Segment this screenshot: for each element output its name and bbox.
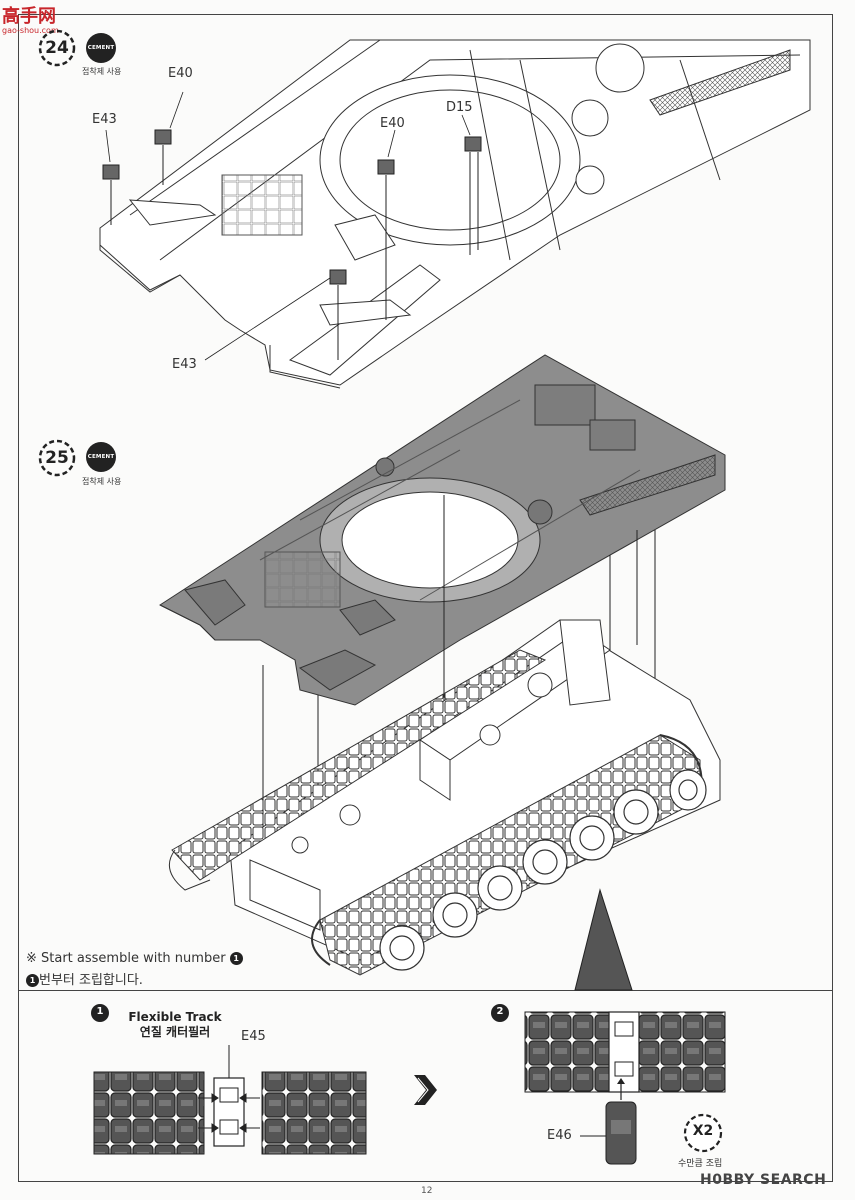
- cement-caption: 접착제 사용: [82, 67, 122, 76]
- cement-icon: CEMENT: [86, 442, 116, 472]
- step-24-number: 24: [45, 38, 69, 58]
- sub1-marker: [91, 1004, 109, 1022]
- detail-callout-wedge: [574, 888, 633, 991]
- far-track: [168, 649, 547, 891]
- note-text-en: ※ Start assemble with number: [26, 951, 226, 966]
- sub2-marker-number: 2: [496, 1006, 504, 1017]
- lower-chassis: [229, 619, 721, 961]
- sub1-title-ko: 연질 캐터필러: [139, 1025, 211, 1039]
- sub1-track-right: [261, 1071, 367, 1155]
- label-e46: E46: [547, 1128, 572, 1143]
- watermark-url: gao-shou.com: [2, 26, 59, 35]
- part-e43-bottom: [204, 269, 347, 361]
- label-e43-bottom: E43: [172, 357, 197, 372]
- cement-icon: CEMENT: [86, 33, 116, 63]
- watermark-bottom: H0BBY SEARCH: [700, 1172, 827, 1188]
- note-marker-1: 1: [26, 974, 39, 987]
- note-marker-1: 1: [229, 952, 243, 965]
- sub1-track-left: [93, 1071, 205, 1155]
- page-number: 12: [421, 1186, 433, 1196]
- sub1-arrows: [198, 1093, 260, 1133]
- page-frame: [18, 14, 833, 1182]
- part-e40-mid: [377, 129, 396, 320]
- sub2-marker: [491, 1004, 509, 1022]
- step24-hull-top: [99, 39, 811, 389]
- note-text-ko: 번부터 조립합니다.: [39, 973, 143, 988]
- next-step-arrow-icon: [414, 1075, 437, 1105]
- step-25-badge: [38, 439, 76, 477]
- part-e40-left: [154, 91, 184, 185]
- sub2-track-assembled: [524, 1011, 726, 1093]
- label-e40-mid: E40: [380, 116, 405, 131]
- sub2-multiplier-badge: [683, 1113, 723, 1153]
- assembly-note-en: ※ Start assemble with number 1: [26, 951, 243, 966]
- part-e43-top: [102, 129, 120, 225]
- sub2-part-e46: [580, 1078, 637, 1165]
- part-d15: [461, 114, 482, 255]
- sub1-connector-e45: [213, 1045, 245, 1147]
- step-24-badge: [38, 29, 76, 67]
- step25-hull-top: [158, 354, 726, 706]
- step-25-number: 25: [45, 448, 69, 468]
- sub2-multiplier-caption: 수만큼 조립: [678, 1159, 723, 1169]
- label-e45: E45: [241, 1029, 266, 1044]
- sub1-title-en: Flexible Track: [128, 1010, 222, 1024]
- label-e43-top: E43: [92, 112, 117, 127]
- sub1-marker-number: 1: [96, 1006, 104, 1017]
- road-wheels: [379, 769, 707, 971]
- label-d15: D15: [446, 100, 473, 115]
- watermark-brand: 高手网: [2, 6, 56, 27]
- label-e40-left: E40: [168, 66, 193, 81]
- cement-caption: 접착제 사용: [82, 477, 122, 486]
- section-divider: [18, 990, 833, 991]
- sub2-multiplier: X2: [692, 1123, 714, 1139]
